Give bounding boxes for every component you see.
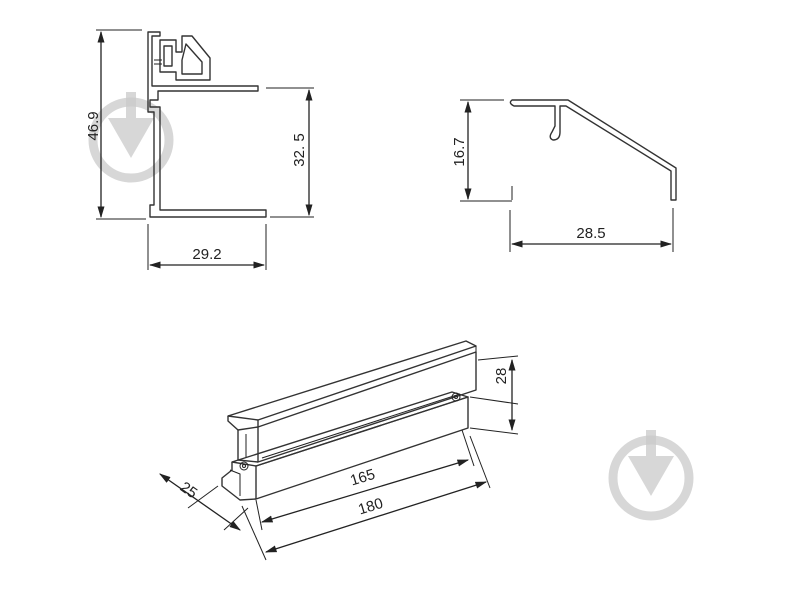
dim-46-9: 46.9 [85,111,102,140]
iso-base-front [255,396,469,500]
dim-165: 165 [348,466,377,490]
iso-cover-top [227,340,477,421]
profile-clip [159,35,211,81]
dim-29-2: 29.2 [192,246,221,263]
dim-25: 25 [177,479,200,502]
dim-28: 28 [493,368,510,385]
cover-outline [509,99,677,201]
profile-section: 46.9 32. 5 29.2 [85,29,314,270]
dim-32-5: 32. 5 [291,133,308,166]
watermark-left [88,92,174,183]
iso-view: 28 25 165 180 [159,340,519,561]
dim-180: 180 [356,495,385,519]
dim-28-5: 28.5 [576,225,605,242]
watermark-right [608,430,694,521]
iso-cover-front [257,351,477,463]
profile-outline [147,31,267,218]
cover-section: 16.7 28.5 [451,99,677,252]
dim-16-7: 16.7 [451,137,468,166]
